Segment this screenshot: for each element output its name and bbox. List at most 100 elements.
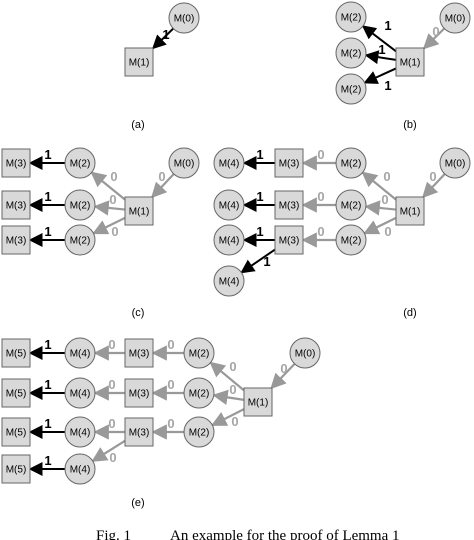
node-b_m1: M(1) [395,47,425,77]
edge-label-27: 0 [167,337,174,352]
node-label-d_m0: M(0) [445,159,466,170]
node-e_m5_3: M(5) [1,454,31,484]
edge-label-7: 0 [109,192,116,207]
node-label-c_m1: M(1) [129,207,150,218]
edge-label-36: 1 [44,416,51,431]
node-label-b_m1: M(1) [400,58,421,69]
edge-c_m1-to-c_m2_2 [92,216,126,235]
node-e_m4_2: M(4) [64,416,96,448]
node-b_m2c: M(2) [335,73,367,105]
panel-label-d: (d) [403,307,416,319]
edge-b_m1-to-b_m2b [364,50,397,65]
node-label-e_m4_3: M(4) [70,465,91,476]
edge-label-4: 1 [384,78,391,93]
edge-label-3: 1 [378,42,385,57]
edge-e_m1-to-e_m2_2 [210,408,245,427]
node-c_m2_0: M(2) [64,147,96,179]
node-d_m3_2: M(3) [274,225,304,255]
edge-label-11: 1 [44,224,51,239]
node-e_m3_1: M(3) [124,378,154,408]
node-e_m3_0: M(3) [124,338,154,368]
edge-b_m0-to-b_m1 [422,27,446,50]
edge-label-0: 1 [162,27,169,42]
node-label-c_m2_1: M(2) [70,201,91,212]
edge-label-21: 1 [256,224,263,239]
edge-label-14: 0 [381,192,388,207]
node-label-d_m4_0: M(4) [219,159,240,170]
node-d_m3_1: M(3) [274,190,304,220]
node-label-a_m1: M(1) [129,58,150,69]
edge-label-32: 0 [108,416,115,431]
node-label-e_m4_0: M(4) [70,349,91,360]
node-d_m2_0: M(2) [335,147,367,179]
node-e_m0: M(0) [289,337,321,369]
node-a_m1: M(1) [124,47,154,77]
node-a_m0: M(0) [168,2,200,34]
node-label-e_m3_1: M(3) [129,389,150,400]
node-c_m3_1: M(3) [1,190,31,220]
edge-label-19: 1 [256,189,263,204]
panel-label-b: (b) [403,119,416,131]
edge-e_m1-to-e_m2_0 [209,361,245,392]
node-label-e_m2_1: M(2) [189,389,210,400]
node-label-e_m5_1: M(5) [6,389,27,400]
edge-label-30: 0 [108,377,115,392]
node-label-c_m3_0: M(3) [6,159,27,170]
node-b_m2b: M(2) [335,37,367,69]
node-label-d_m4_2: M(4) [219,236,240,247]
node-label-d_m1: M(1) [400,207,421,218]
node-label-d_m2_1: M(2) [341,201,362,212]
node-c_m0: M(0) [168,147,200,179]
edges-layer [28,25,446,476]
edge-label-29: 0 [167,377,174,392]
node-label-e_m3_2: M(3) [129,428,150,439]
node-label-d_m3_0: M(3) [279,159,300,170]
figure-caption-number: Fig. 1 [96,528,131,540]
edge-b_m1-to-b_m2c [363,67,397,84]
edge-label-24: 0 [229,359,236,374]
edge-e_m0-to-e_m1 [270,363,296,390]
edge-label-10: 1 [44,189,51,204]
edge-label-12: 0 [429,169,436,184]
edge-label-9: 1 [44,147,51,162]
nodes-layer: M(0) M(1) M(0) M(1) M(2) M(2) M(2) M(0) M(1) M(2)… [1,1,471,485]
node-d_m4_1: M(4) [213,189,245,221]
edge-label-1: 0 [432,24,439,39]
node-label-c_m2_0: M(2) [70,159,91,170]
node-label-e_m5_2: M(5) [6,428,27,439]
node-d_m3_0: M(3) [274,148,304,178]
edge-label-37: 1 [44,453,51,468]
edge-label-5: 0 [158,169,165,184]
node-label-c_m0: M(0) [174,159,195,170]
node-label-d_m3_2: M(3) [279,236,300,247]
node-e_m4_3: M(4) [64,453,96,485]
edge-label-17: 1 [256,147,263,162]
edge-label-15: 0 [384,224,391,239]
node-b_m0: M(0) [439,2,471,34]
node-label-a_m0: M(0) [174,14,195,25]
node-label-b_m2b: M(2) [341,49,362,60]
node-e_m4_1: M(4) [64,377,96,409]
figure-caption-text: An example for the proof of Lemma 1 [170,528,400,540]
edge-d_m0-to-d_m1 [422,173,446,199]
node-e_m2_2: M(2) [183,416,215,448]
node-d_m0: M(0) [439,147,471,179]
node-label-e_m3_0: M(3) [129,349,150,360]
node-e_m2_1: M(2) [183,377,215,409]
node-c_m1: M(1) [124,196,154,226]
node-label-b_m0: M(0) [445,14,466,25]
node-label-e_m5_3: M(5) [6,465,27,476]
edge-d_m3_2-to-d_m4_x [240,248,276,274]
node-d_m2_1: M(2) [335,189,367,221]
node-c_m3_0: M(3) [1,148,31,178]
edge-c_m1-to-c_m2_1 [93,200,126,216]
edge-c_m0-to-c_m1 [151,173,175,199]
edge-label-20: 0 [317,224,324,239]
node-e_m5_2: M(5) [1,417,31,447]
node-d_m4_x: M(4) [213,265,245,297]
edge-label-33: 0 [109,450,116,465]
edge-d_m1-to-d_m2_2 [363,216,397,235]
edge-label-8: 0 [111,224,118,239]
